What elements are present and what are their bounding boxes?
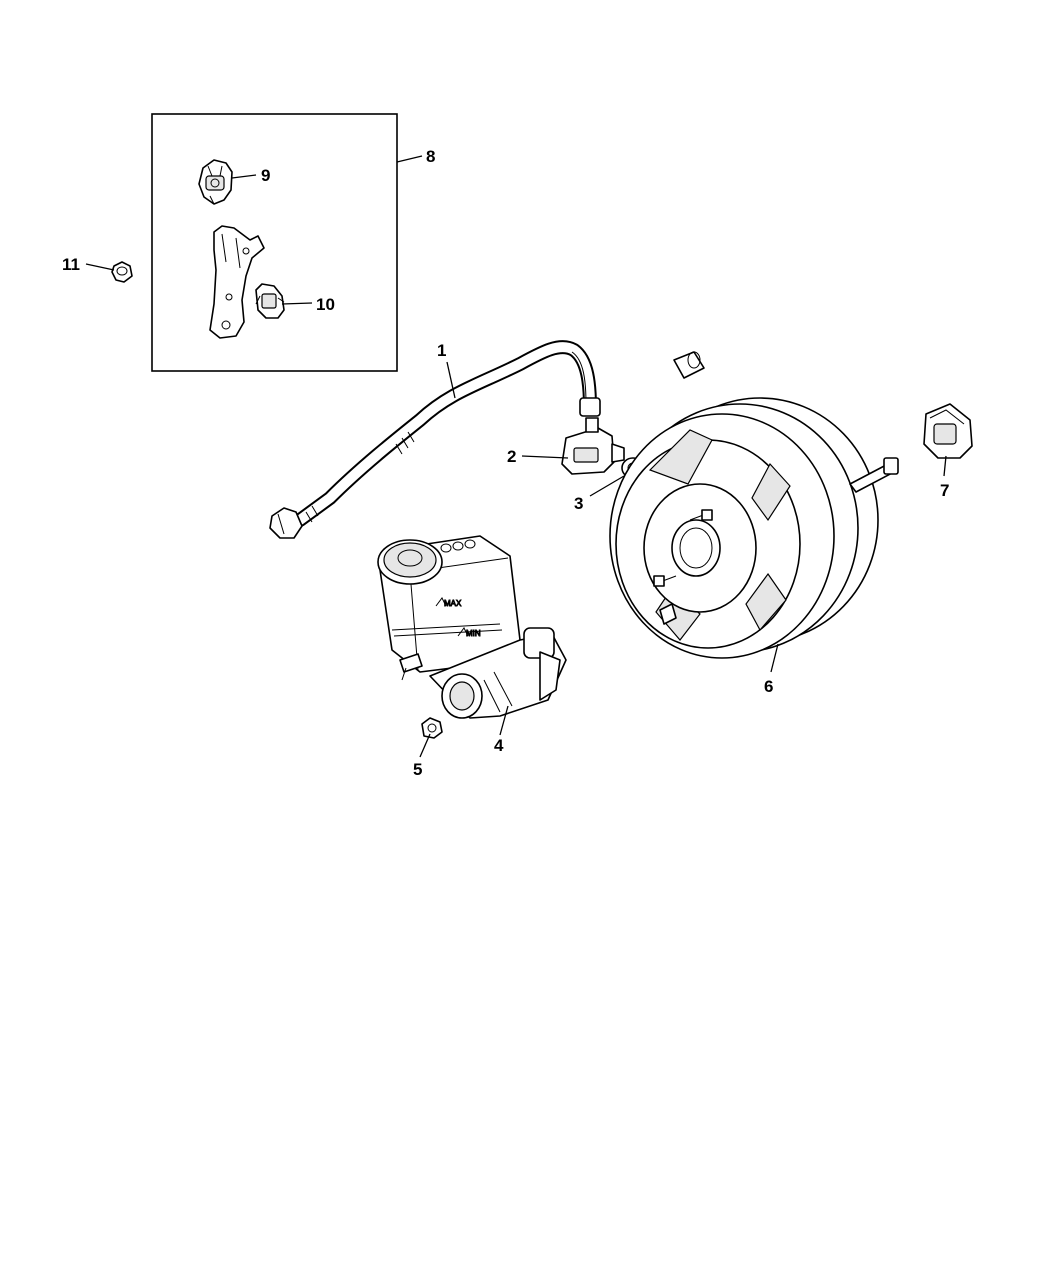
callout-labels: 1 2 3 4 5 6 7 8 9 10 11 [62,147,949,779]
master-cylinder-part-4: MAX MIN [377,535,567,719]
leader-lines [85,155,947,758]
nut-part-5 [421,717,443,739]
clip-part-9 [198,159,233,205]
callout-7: 7 [940,481,949,500]
callout-4: 4 [494,736,504,755]
callout-11: 11 [62,255,80,274]
mounting-bracket [209,225,265,339]
callout-1: 1 [437,341,446,360]
bracket-assembly-inset [151,113,398,372]
callout-2: 2 [507,447,516,466]
reservoir-max-mark: MAX [444,599,462,608]
callout-10: 10 [316,295,335,314]
vacuum-hose-part-1 [269,340,601,539]
callout-5: 5 [413,760,422,779]
switch-bracket-part-7 [923,403,973,459]
check-valve-part-2 [561,417,625,475]
callout-8: 8 [426,147,435,166]
brake-booster-part-6 [609,397,899,659]
sensor-clip-part-10 [255,283,285,319]
reservoir-min-mark: MIN [466,629,481,638]
nut-part-11 [111,261,133,283]
sleeve-spacer [673,351,705,379]
callout-3: 3 [574,494,583,513]
callout-9: 9 [261,166,270,185]
callout-6: 6 [764,677,773,696]
